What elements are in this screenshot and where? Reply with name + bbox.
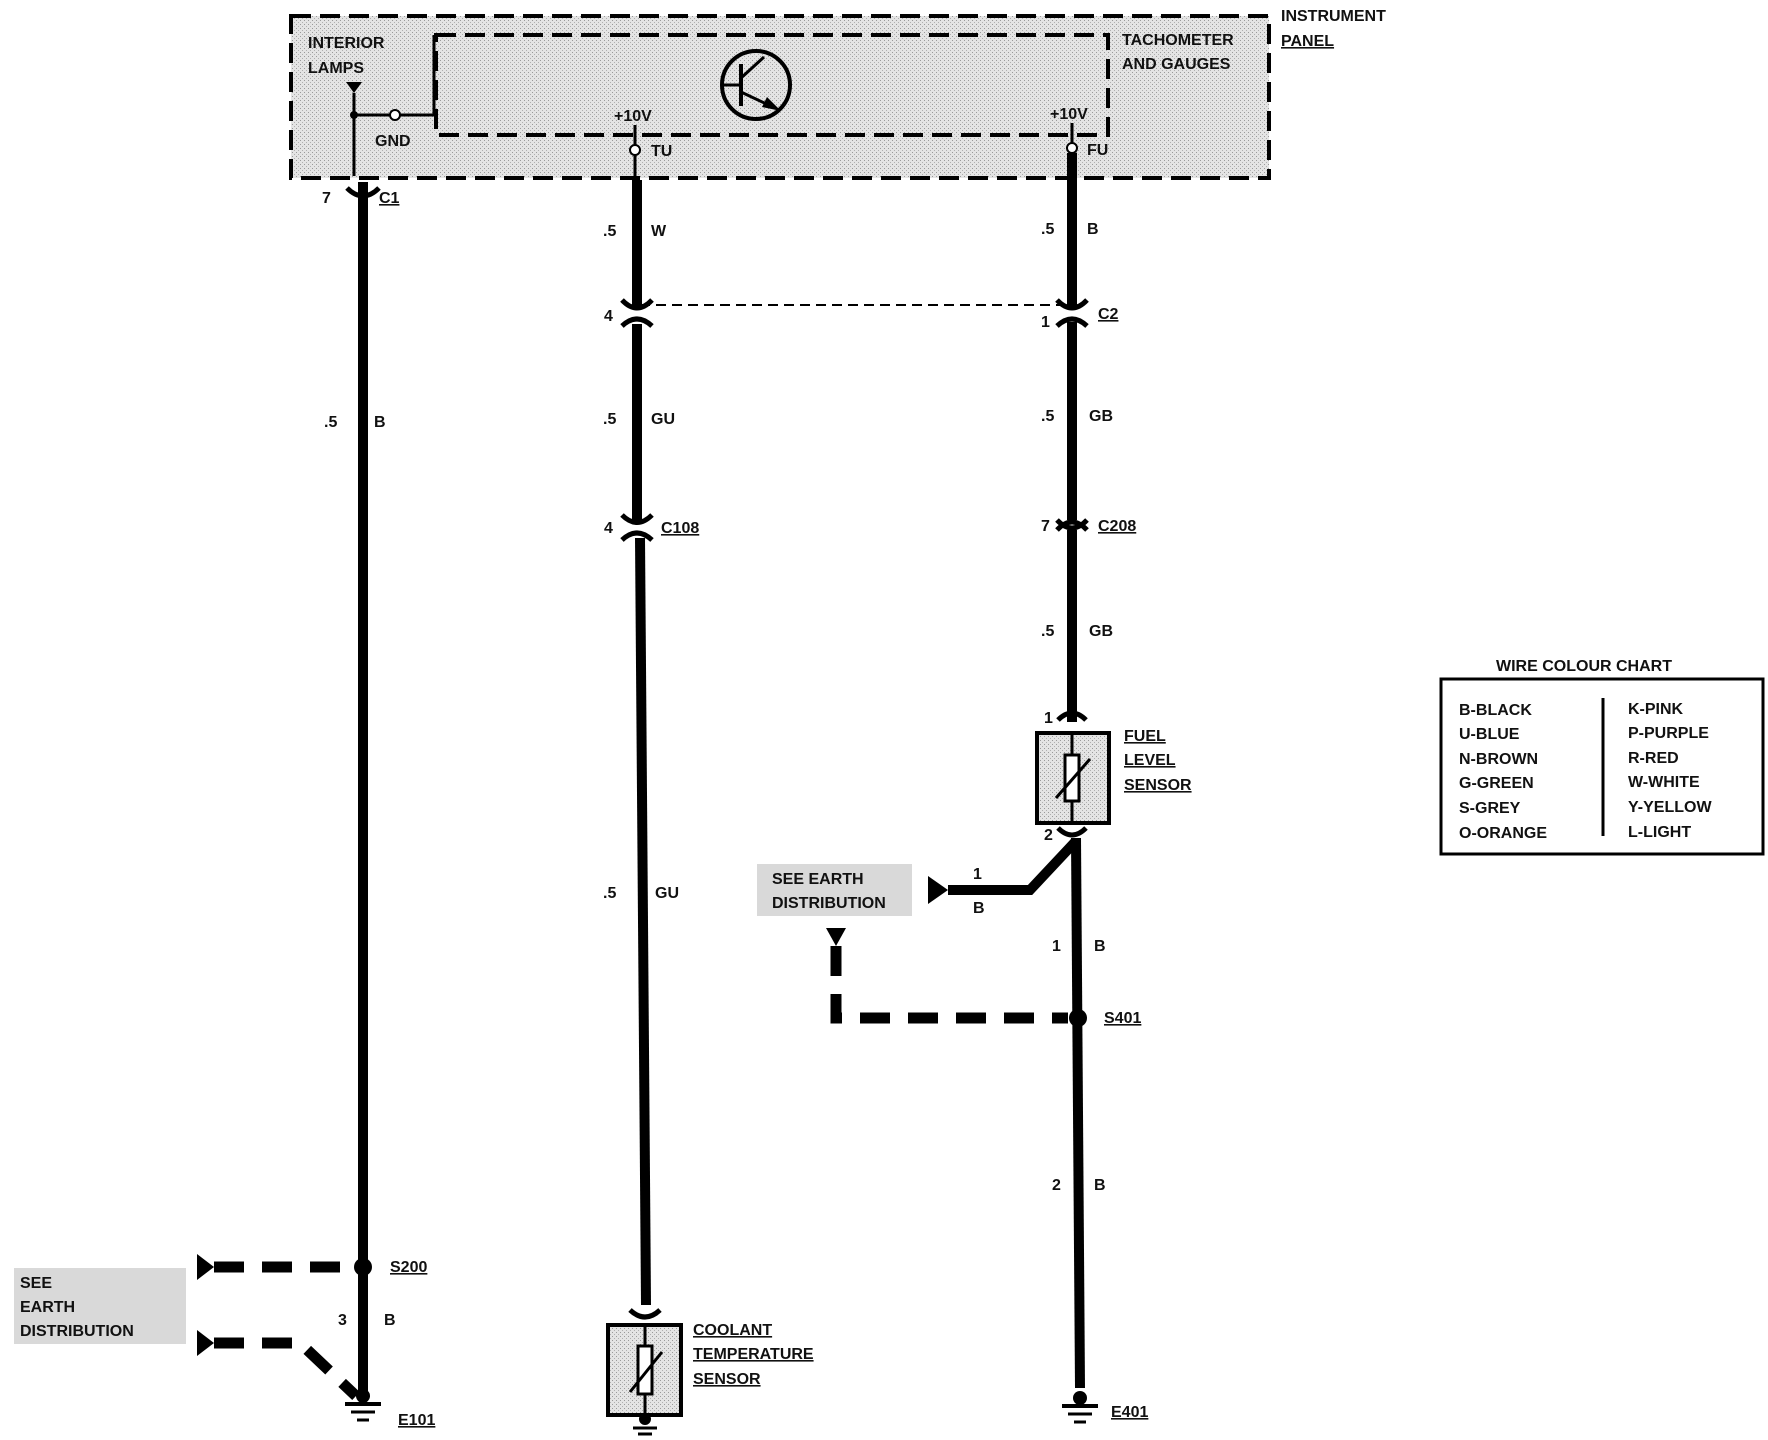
see-earth-left-2: EARTH — [20, 1299, 75, 1316]
colour-right-0: K-PINK — [1628, 701, 1684, 718]
left-wire-size: .5 — [324, 414, 337, 431]
fuel-pin-top: 1 — [1044, 710, 1053, 727]
coolant-sensor-icon — [606, 1308, 683, 1436]
colour-right-1: P-PURPLE — [1628, 725, 1709, 742]
colour-left-4: S-GREY — [1459, 800, 1521, 817]
tachometer-label-1: TACHOMETER — [1122, 32, 1234, 49]
fuel-sensor-icon — [1035, 710, 1111, 838]
right-top-size: .5 — [1041, 221, 1054, 238]
e401-label: E401 — [1111, 1404, 1148, 1421]
earth-e401-icon — [1062, 1391, 1098, 1424]
plus-10v-right-label: +10V — [1050, 106, 1088, 123]
tu-terminal-label: TU — [651, 143, 672, 160]
connector-c1-icon — [345, 186, 381, 199]
right-top-color: B — [1087, 221, 1099, 238]
c1-label: C1 — [379, 190, 400, 207]
branch-size: 1 — [973, 866, 982, 883]
colour-right-5: L-LIGHT — [1628, 824, 1691, 841]
plus-10v-left-label: +10V — [614, 108, 652, 125]
right-3-size: .5 — [1041, 623, 1054, 640]
colour-left-3: G-GREEN — [1459, 775, 1534, 792]
gnd-switch — [346, 35, 436, 176]
fuel-label-1: FUEL — [1124, 728, 1166, 745]
interior-lamps-label-1: INTERIOR — [308, 35, 385, 52]
fu-terminal-label: FU — [1087, 142, 1108, 159]
see-earth-right-box — [757, 864, 912, 916]
c2-pin-right: 1 — [1041, 314, 1050, 331]
fuel-label-3: SENSOR — [1124, 777, 1192, 794]
left-wire-color: B — [374, 414, 386, 431]
c2-pin-left: 4 — [604, 308, 613, 325]
mid-top-size: .5 — [603, 223, 616, 240]
colour-right-4: Y-YELLOW — [1628, 799, 1712, 816]
earth-e101-icon — [345, 1389, 381, 1422]
wire-fuel-earth-branch — [948, 838, 1079, 895]
connector-c2-icon — [1055, 298, 1089, 311]
e101-label: E101 — [398, 1412, 435, 1429]
branch-color: B — [973, 900, 985, 917]
colour-right-2: R-RED — [1628, 750, 1679, 767]
see-earth-left-3: DISTRIBUTION — [20, 1323, 134, 1340]
mid-3-color: GU — [655, 885, 679, 902]
mid-top-color: W — [651, 223, 667, 240]
coolant-label-2: TEMPERATURE — [693, 1346, 814, 1363]
tachometer-label-2: AND GAUGES — [1122, 56, 1231, 73]
gnd-label: GND — [375, 133, 411, 150]
c108-label: C108 — [661, 520, 699, 537]
colour-chart-title: WIRE COLOUR CHART — [1496, 658, 1672, 675]
right-5-size: 2 — [1052, 1177, 1061, 1194]
see-earth-left-box — [14, 1268, 186, 1344]
fuel-label-2: LEVEL — [1124, 752, 1176, 769]
right-2-color: GB — [1089, 408, 1113, 425]
left-bottom-color: B — [384, 1312, 396, 1329]
s401-label: S401 — [1104, 1010, 1141, 1027]
c108-pin: 4 — [604, 520, 613, 537]
see-earth-left-1: SEE — [20, 1275, 52, 1292]
right-4-color: B — [1094, 938, 1106, 955]
splice-s200 — [354, 1258, 372, 1276]
instrument-panel-label-2: PANEL — [1281, 33, 1334, 50]
mid-2-color: GU — [651, 411, 675, 428]
colour-left-1: U-BLUE — [1459, 726, 1520, 743]
wire-fuel-e401 — [1071, 837, 1085, 1389]
c1-pin: 7 — [322, 190, 331, 207]
c2-label: C2 — [1098, 306, 1119, 323]
colour-right-3: W-WHITE — [1628, 774, 1700, 791]
right-2-size: .5 — [1041, 408, 1054, 425]
wire-colour-chart: WIRE COLOUR CHART B-BLACK U-BLUE N-BROWN… — [1439, 658, 1765, 856]
middle-circuit: .5 W 4 .5 GU 4 C108 .5 GU COOLANT TEMPER… — [603, 155, 814, 1436]
interior-lamps-label-2: LAMPS — [308, 60, 364, 77]
left-bottom-size: 3 — [338, 1312, 347, 1329]
coolant-label-1: COOLANT — [693, 1322, 772, 1339]
transistor-icon — [720, 49, 792, 121]
instrument-panel: INSTRUMENT PANEL TACHOMETER AND GAUGES I… — [289, 8, 1386, 180]
colour-left-2: N-BROWN — [1459, 751, 1538, 768]
see-earth-right-1: SEE EARTH — [772, 871, 864, 888]
s200-label: S200 — [390, 1259, 427, 1276]
instrument-panel-label-1: INSTRUMENT — [1281, 8, 1386, 25]
mid-3-size: .5 — [603, 885, 616, 902]
see-earth-right-2: DISTRIBUTION — [772, 895, 886, 912]
right-3-color: GB — [1089, 623, 1113, 640]
mid-2-size: .5 — [603, 411, 616, 428]
fuel-pin-bottom: 2 — [1044, 827, 1053, 844]
coolant-label-3: SENSOR — [693, 1371, 761, 1388]
connector-c108-icon — [620, 513, 654, 525]
wire-c108-coolant — [635, 537, 651, 1306]
c208-label: C208 — [1098, 518, 1136, 535]
right-5-color: B — [1094, 1177, 1106, 1194]
right-4-size: 1 — [1052, 938, 1061, 955]
colour-left-5: O-ORANGE — [1459, 825, 1547, 842]
splice-s401 — [1069, 1009, 1087, 1027]
left-circuit: 7 C1 .5 B S200 3 B E101 SEE EARTH DISTRI… — [14, 182, 435, 1429]
right-circuit: .5 B 1 C2 .5 GB 7 C208 .5 GB 1 2 FUEL LE… — [757, 153, 1192, 1424]
connector-c208-icon — [1055, 519, 1089, 532]
colour-left-0: B-BLACK — [1459, 702, 1532, 719]
c208-pin: 7 — [1041, 518, 1050, 535]
